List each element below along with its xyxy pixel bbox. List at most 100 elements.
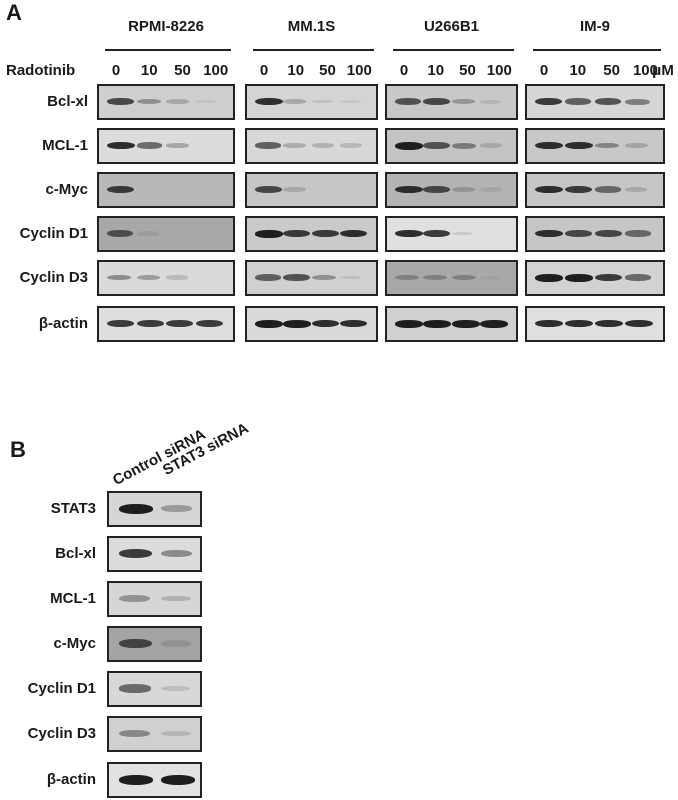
protein-band (451, 319, 480, 328)
dose-label: 50 (459, 62, 476, 79)
protein-band (255, 185, 282, 194)
western-blot-strip (97, 172, 235, 208)
protein-band (311, 229, 339, 238)
protein-band (119, 774, 153, 785)
western-blot-strip (107, 536, 202, 572)
protein-band (283, 274, 310, 281)
protein-label: β-actin (38, 315, 88, 332)
protein-band (136, 98, 161, 105)
dose-label: 0 (111, 62, 121, 79)
protein-band (535, 229, 563, 238)
dose-label: 50 (319, 62, 336, 79)
protein-band (339, 229, 368, 238)
dose-label: 100 (203, 62, 229, 79)
protein-band (395, 319, 423, 328)
protein-band (423, 185, 451, 194)
western-blot-strip (107, 716, 202, 752)
dose-label: 0 (259, 62, 269, 79)
protein-band (595, 273, 623, 282)
protein-band (625, 274, 651, 281)
western-blot-strip (245, 260, 378, 296)
protein-band (479, 275, 502, 280)
protein-label: Bcl-xl (55, 545, 96, 562)
protein-band (339, 319, 368, 328)
cell-line-bracket (393, 49, 514, 51)
protein-band (395, 185, 423, 194)
protein-band (283, 99, 307, 104)
protein-band (161, 505, 192, 512)
protein-band (119, 684, 152, 693)
protein-label: Cyclin D3 (27, 725, 96, 742)
cell-line-bracket (253, 49, 374, 51)
dose-label: 10 (569, 62, 587, 79)
protein-band (423, 142, 450, 149)
protein-band (119, 595, 150, 602)
protein-band (595, 186, 621, 193)
western-blot-strip (97, 84, 235, 120)
western-blot-strip (385, 172, 518, 208)
protein-band (161, 774, 195, 785)
protein-band (565, 185, 593, 194)
protein-band (339, 143, 362, 148)
western-blot-strip (97, 306, 235, 342)
protein-band (255, 319, 283, 328)
western-blot-strip (107, 581, 202, 617)
protein-band (161, 549, 193, 558)
western-blot-strip (385, 306, 518, 342)
western-blot-strip (245, 172, 378, 208)
protein-band (166, 99, 189, 104)
protein-band (395, 141, 423, 150)
protein-band (595, 229, 622, 238)
western-blot-strip (107, 626, 202, 662)
protein-band (283, 143, 307, 148)
western-blot-strip (107, 491, 202, 527)
protein-label: Cyclin D1 (27, 680, 96, 697)
dose-label: 100 (486, 62, 512, 79)
protein-band (625, 230, 651, 237)
protein-band (283, 187, 306, 192)
protein-band (166, 319, 194, 328)
protein-band (423, 97, 451, 106)
protein-band (161, 730, 191, 737)
protein-band (479, 99, 502, 104)
protein-band (119, 638, 153, 649)
protein-band (339, 275, 361, 280)
protein-band (255, 142, 281, 149)
protein-band (166, 275, 188, 280)
protein-band (451, 98, 476, 105)
western-blot-strip (97, 128, 235, 164)
protein-band (107, 141, 135, 150)
protein-band (311, 274, 336, 281)
cell-line-title: U266B1 (423, 18, 480, 35)
dose-label: 10 (287, 62, 305, 79)
protein-band (311, 143, 334, 148)
protein-band (311, 99, 333, 104)
protein-band (479, 187, 502, 192)
protein-band (535, 319, 563, 328)
unit-label: μM (652, 62, 674, 79)
protein-label: Cyclin D3 (19, 269, 88, 286)
western-blot-strip (385, 84, 518, 120)
cell-line-bracket (105, 49, 231, 51)
western-blot-strip (525, 172, 665, 208)
protein-band (283, 319, 312, 328)
protein-band (195, 319, 223, 328)
protein-band (595, 142, 620, 149)
protein-band (595, 98, 622, 105)
protein-band (535, 185, 563, 194)
protein-band (339, 99, 361, 104)
western-blot-strip (385, 216, 518, 252)
western-blot-strip (525, 84, 665, 120)
western-blot-strip (385, 128, 518, 164)
cell-line-bracket (533, 49, 661, 51)
protein-band (451, 231, 473, 236)
protein-label: c-Myc (53, 635, 96, 652)
protein-band (535, 97, 563, 106)
protein-band (136, 231, 159, 236)
protein-band (565, 319, 593, 328)
protein-band (107, 274, 132, 281)
protein-band (395, 98, 422, 105)
dose-label: 100 (346, 62, 372, 79)
protein-band (107, 319, 135, 328)
protein-band (136, 319, 164, 328)
